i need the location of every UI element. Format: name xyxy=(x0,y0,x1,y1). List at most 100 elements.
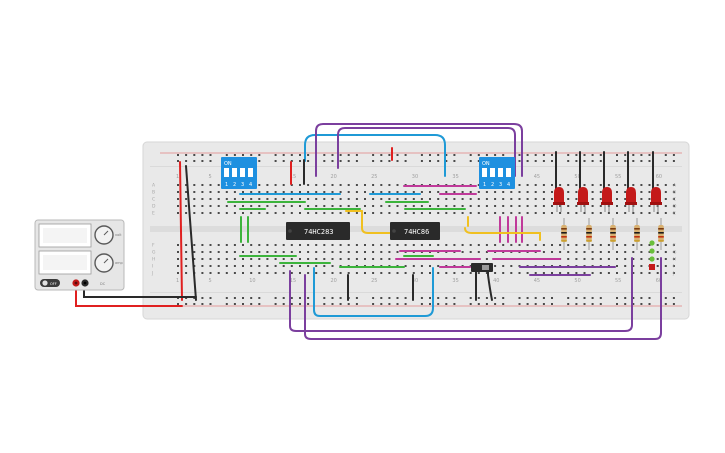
magenta-wires[interactable] xyxy=(395,185,561,268)
breadboard-hole[interactable] xyxy=(648,297,651,299)
breadboard-hole[interactable] xyxy=(420,303,423,305)
breadboard-hole[interactable] xyxy=(518,244,521,246)
breadboard-hole[interactable] xyxy=(209,251,212,253)
breadboard-hole[interactable] xyxy=(364,272,366,274)
breadboard-hole[interactable] xyxy=(274,303,277,305)
breadboard-hole[interactable] xyxy=(274,205,277,207)
breadboard-hole[interactable] xyxy=(299,297,301,299)
breadboard-hole[interactable] xyxy=(518,184,521,186)
breadboard-hole[interactable] xyxy=(429,272,431,274)
breadboard-hole[interactable] xyxy=(616,212,618,214)
breadboard-hole[interactable] xyxy=(290,244,293,246)
breadboard-hole[interactable] xyxy=(282,251,285,253)
breadboard-hole[interactable] xyxy=(233,272,236,274)
breadboard-hole[interactable] xyxy=(648,198,651,200)
breadboard-hole[interactable] xyxy=(591,303,594,305)
breadboard-hole[interactable] xyxy=(185,198,188,200)
breadboard-hole[interactable] xyxy=(339,184,342,186)
breadboard-hole[interactable] xyxy=(307,272,310,274)
breadboard-hole[interactable] xyxy=(250,191,253,193)
chip-74hc86[interactable]: 74HC86 xyxy=(390,222,440,240)
breadboard-hole[interactable] xyxy=(364,251,366,253)
breadboard-hole[interactable] xyxy=(242,297,244,299)
breadboard-hole[interactable] xyxy=(323,258,326,260)
amp-knob[interactable] xyxy=(94,253,114,273)
breadboard-hole[interactable] xyxy=(299,205,301,207)
breadboard-hole[interactable] xyxy=(404,154,407,156)
breadboard-hole[interactable] xyxy=(632,154,635,156)
breadboard-hole[interactable] xyxy=(469,191,472,193)
breadboard-hole[interactable] xyxy=(420,272,423,274)
breadboard-hole[interactable] xyxy=(209,258,212,260)
breadboard-hole[interactable] xyxy=(193,258,196,260)
breadboard-hole[interactable] xyxy=(331,258,334,260)
breadboard-hole[interactable] xyxy=(412,272,415,274)
breadboard-hole[interactable] xyxy=(242,244,244,246)
breadboard-hole[interactable] xyxy=(469,212,472,214)
breadboard-hole[interactable] xyxy=(404,198,407,200)
breadboard-hole[interactable] xyxy=(372,251,375,253)
breadboard-hole[interactable] xyxy=(258,297,261,299)
breadboard-hole[interactable] xyxy=(274,297,277,299)
breadboard-hole[interactable] xyxy=(648,205,651,207)
breadboard-hole[interactable] xyxy=(290,154,293,156)
breadboard-hole[interactable] xyxy=(583,272,586,274)
breadboard-hole[interactable] xyxy=(437,212,440,214)
breadboard-hole[interactable] xyxy=(575,272,578,274)
breadboard-hole[interactable] xyxy=(396,212,399,214)
breadboard-hole[interactable] xyxy=(177,191,179,193)
breadboard-hole[interactable] xyxy=(583,184,586,186)
breadboard-hole[interactable] xyxy=(355,205,358,207)
breadboard-hole[interactable] xyxy=(242,154,244,156)
breadboard-hole[interactable] xyxy=(607,184,610,186)
breadboard-hole[interactable] xyxy=(258,212,261,214)
breadboard-hole[interactable] xyxy=(201,251,204,253)
breadboard-hole[interactable] xyxy=(347,244,350,246)
breadboard-hole[interactable] xyxy=(233,244,236,246)
breadboard-hole[interactable] xyxy=(282,258,285,260)
breadboard-hole[interactable] xyxy=(396,205,399,207)
breadboard-hole[interactable] xyxy=(372,205,375,207)
breadboard-hole[interactable] xyxy=(404,212,407,214)
breadboard-hole[interactable] xyxy=(542,184,545,186)
breadboard-hole[interactable] xyxy=(567,184,570,186)
breadboard-hole[interactable] xyxy=(331,160,334,162)
breadboard-hole[interactable] xyxy=(274,251,277,253)
breadboard-hole[interactable] xyxy=(347,154,350,156)
breadboard-hole[interactable] xyxy=(290,191,293,193)
breadboard-hole[interactable] xyxy=(355,160,358,162)
breadboard-hole[interactable] xyxy=(607,251,610,253)
breadboard-hole[interactable] xyxy=(404,272,407,274)
breadboard-hole[interactable] xyxy=(290,160,293,162)
breadboard-hole[interactable] xyxy=(323,154,326,156)
breadboard-hole[interactable] xyxy=(616,251,618,253)
breadboard-hole[interactable] xyxy=(534,303,537,305)
breadboard-hole[interactable] xyxy=(494,191,497,193)
breadboard-hole[interactable] xyxy=(315,212,318,214)
breadboard-hole[interactable] xyxy=(624,205,627,207)
breadboard-hole[interactable] xyxy=(209,303,212,305)
breadboard-hole[interactable] xyxy=(372,184,375,186)
red-led[interactable] xyxy=(625,187,637,212)
breadboard-hole[interactable] xyxy=(250,198,253,200)
breadboard-hole[interactable] xyxy=(209,160,212,162)
breadboard-hole[interactable] xyxy=(388,198,391,200)
breadboard-hole[interactable] xyxy=(461,251,464,253)
breadboard-hole[interactable] xyxy=(591,154,594,156)
breadboard-hole[interactable] xyxy=(217,184,220,186)
breadboard-hole[interactable] xyxy=(201,265,204,267)
breadboard-hole[interactable] xyxy=(672,191,675,193)
breadboard-hole[interactable] xyxy=(225,272,228,274)
breadboard-hole[interactable] xyxy=(656,265,659,267)
breadboard-hole[interactable] xyxy=(648,244,651,246)
breadboard-hole[interactable] xyxy=(339,244,342,246)
breadboard-hole[interactable] xyxy=(233,191,236,193)
breadboard-hole[interactable] xyxy=(315,258,318,260)
breadboard-hole[interactable] xyxy=(485,198,488,200)
breadboard-hole[interactable] xyxy=(485,212,488,214)
breadboard-hole[interactable] xyxy=(339,251,342,253)
breadboard-hole[interactable] xyxy=(477,191,480,193)
breadboard-hole[interactable] xyxy=(331,251,334,253)
breadboard-hole[interactable] xyxy=(502,303,505,305)
breadboard-hole[interactable] xyxy=(429,205,431,207)
